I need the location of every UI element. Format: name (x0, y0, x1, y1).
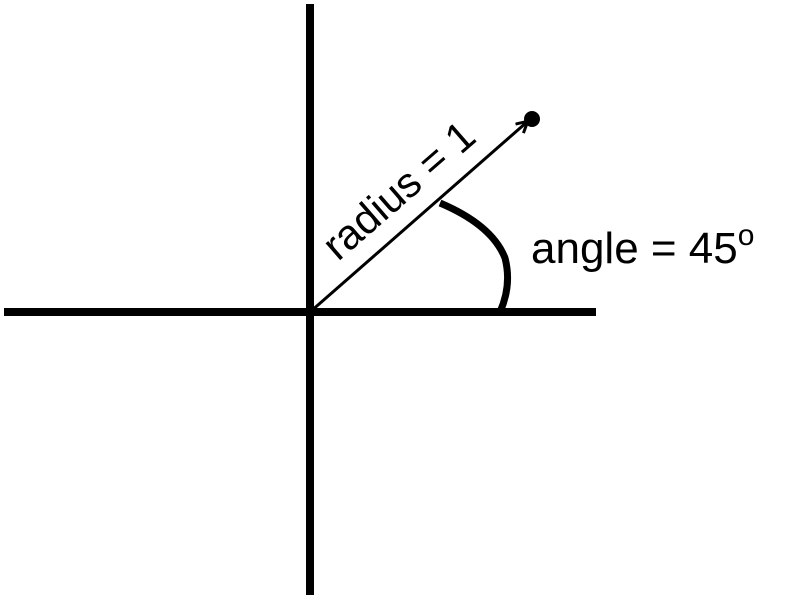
radius-vector-arrow (309, 122, 527, 314)
angle-arc (438, 199, 512, 314)
radius-label: radius = 1 (313, 112, 484, 269)
degree-symbol: o (738, 219, 755, 252)
point-marker (524, 111, 540, 127)
angle-label-text: angle = 45 (531, 224, 738, 273)
angle-label: angle = 45o (531, 219, 754, 273)
